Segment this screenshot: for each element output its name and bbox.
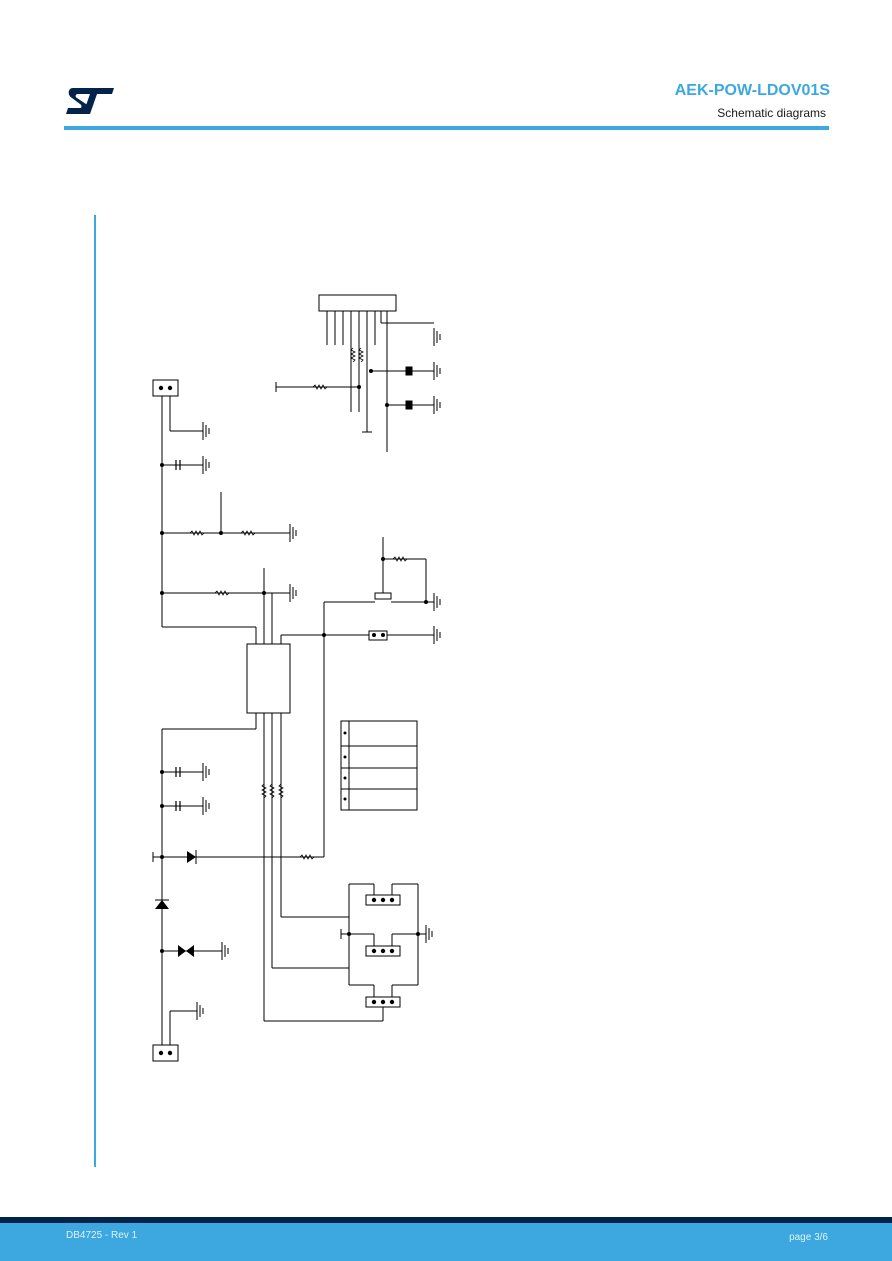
footer-rule [0,1217,892,1223]
st-logo-icon [66,88,114,114]
header-rule [64,126,829,130]
document-id: DB4725 - Rev 1 [66,1230,138,1241]
page-number: page 3/6 [789,1232,828,1243]
section-subtitle: Schematic diagrams [717,106,826,120]
footer-band [0,1223,892,1261]
document-title: AEK-POW-LDOV01S [674,82,830,99]
margin-rule [94,215,96,1167]
schematic-diagram-icon [152,294,441,1062]
